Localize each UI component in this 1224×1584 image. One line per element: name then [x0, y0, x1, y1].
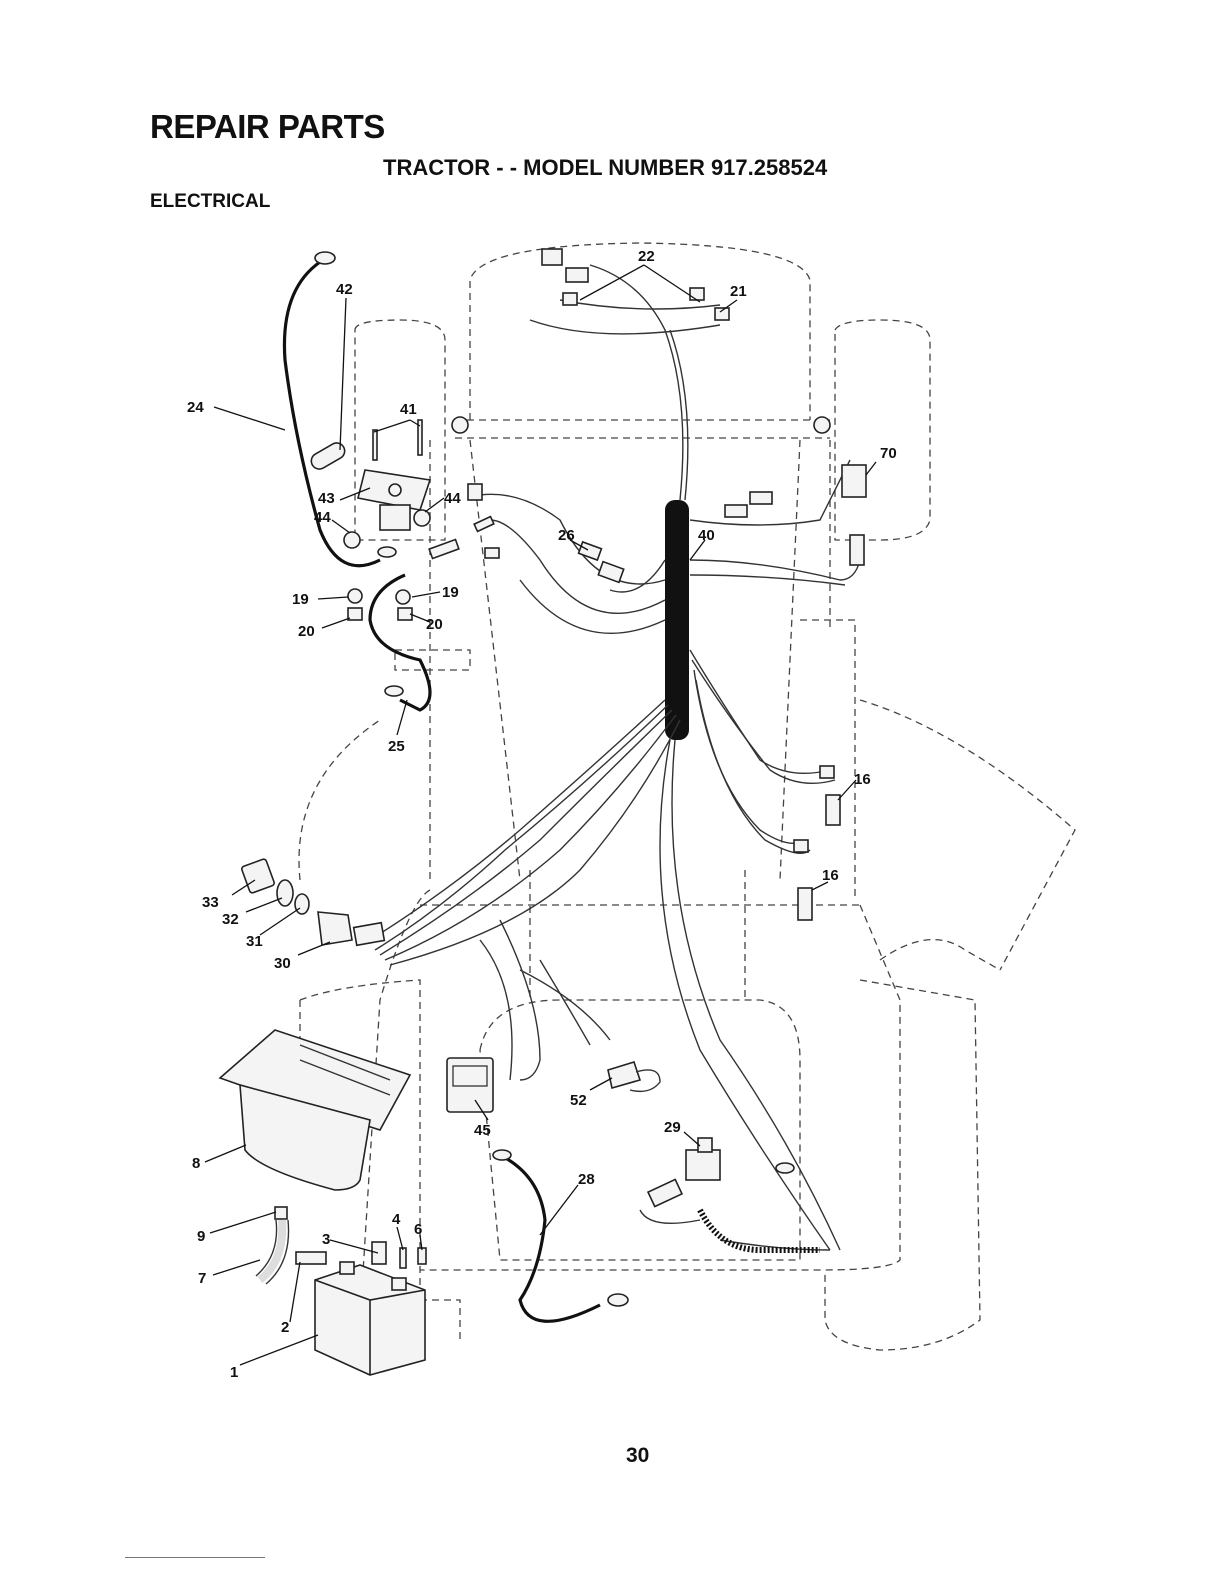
- callout-45: 45: [474, 1122, 491, 1139]
- callout-52: 52: [570, 1092, 587, 1109]
- callout-24: 24: [187, 399, 204, 416]
- callout-30: 30: [274, 955, 291, 972]
- callout-29: 29: [664, 1119, 681, 1136]
- callout-4: 4: [392, 1211, 401, 1228]
- callout-6: 6: [414, 1221, 422, 1238]
- callout-44b: 44: [444, 490, 461, 507]
- callout-1: 1: [230, 1364, 238, 1381]
- callout-43: 43: [318, 490, 335, 507]
- callout-19a: 19: [292, 591, 309, 608]
- callout-40: 40: [698, 527, 715, 544]
- main-wiring-harness: [370, 265, 860, 1250]
- callout-16b: 16: [822, 867, 839, 884]
- callout-25: 25: [388, 738, 405, 755]
- callout-20b: 20: [426, 616, 443, 633]
- callout-28: 28: [578, 1171, 595, 1188]
- callout-26: 26: [558, 527, 575, 544]
- callout-19b: 19: [442, 584, 459, 601]
- callout-22: 22: [638, 248, 655, 265]
- footer-rule: [125, 1557, 265, 1558]
- callout-9: 9: [197, 1228, 205, 1245]
- callout-31: 31: [246, 933, 263, 950]
- callout-33: 33: [202, 894, 219, 911]
- callout-32: 32: [222, 911, 239, 928]
- callout-7: 7: [198, 1270, 206, 1287]
- callout-20a: 20: [298, 623, 315, 640]
- callout-2: 2: [281, 1319, 289, 1336]
- callout-70: 70: [880, 445, 897, 462]
- callout-3: 3: [322, 1231, 330, 1248]
- page-number: 30: [626, 1444, 649, 1468]
- callout-8: 8: [192, 1155, 200, 1172]
- callout-44a: 44: [314, 509, 331, 526]
- callout-42: 42: [336, 281, 353, 298]
- callout-16a: 16: [854, 771, 871, 788]
- callout-21: 21: [730, 283, 747, 300]
- callout-41: 41: [400, 401, 417, 418]
